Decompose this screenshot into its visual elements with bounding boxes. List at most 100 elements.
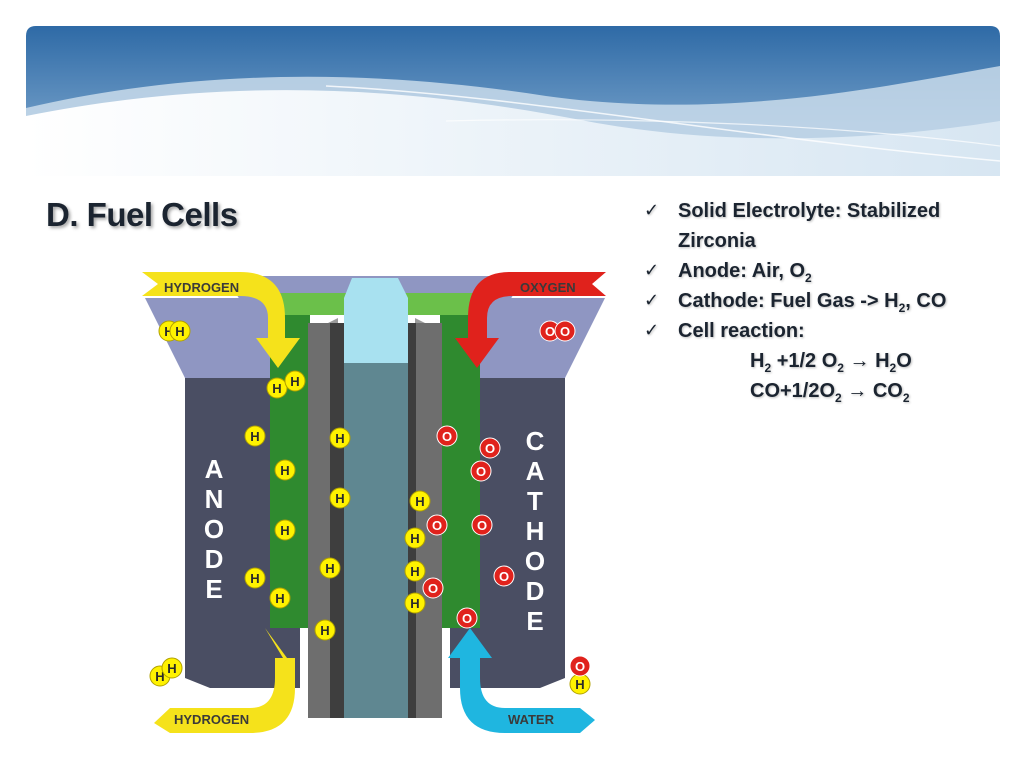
oxygen-atom-label: O — [545, 324, 555, 339]
check-icon: ✓ — [644, 290, 660, 311]
oxygen-atom-label: O — [462, 611, 472, 626]
oxygen-atom-label: O — [560, 324, 570, 339]
hydrogen-out-label: HYDROGEN — [174, 712, 249, 727]
hydrogen-atom-label: H — [167, 661, 176, 676]
anode-letter: A — [205, 454, 224, 484]
electrolyte — [344, 363, 408, 718]
cathode-letter: C — [526, 426, 545, 456]
hydrogen-atom-label: H — [175, 324, 184, 339]
hydrogen-atom-circle — [274, 459, 296, 481]
anode-letter: O — [204, 514, 224, 544]
water-out-arrow — [448, 628, 595, 733]
oxygen-atom-circle — [493, 565, 515, 587]
check-icon: ✓ — [644, 260, 660, 281]
hydrogen-atom-label: H — [410, 596, 419, 611]
hydrogen-atom-circle — [404, 527, 426, 549]
oxygen-in-label: OXYGEN — [520, 280, 576, 295]
hydrogen-atom-circle — [284, 370, 306, 392]
oxygen-atom-label: O — [432, 518, 442, 533]
water-out-label: WATER — [508, 712, 555, 727]
hydrogen-atom-circle — [409, 490, 431, 512]
hydrogen-atom-label: H — [280, 523, 289, 538]
hydrogen-atom-circle — [161, 657, 183, 679]
hydrogen-atom-label: H — [275, 591, 284, 606]
oxygen-atom-circle — [471, 514, 493, 536]
hydrogen-out-arrow — [154, 628, 295, 733]
bullet-list: ✓ Solid Electrolyte: Stabilized Zirconia… — [644, 196, 1014, 406]
hydrogen-atom-circle — [169, 320, 191, 342]
cathode-letter: O — [525, 546, 545, 576]
cathode-letter: E — [526, 606, 543, 636]
hydrogen-atom-label: H — [410, 564, 419, 579]
hydrogen-atom-label: H — [290, 374, 299, 389]
bullet-text: Anode: Air, O2 — [678, 260, 812, 285]
hydrogen-atom-label: H — [335, 431, 344, 446]
hydrogen-in-label: HYDROGEN — [164, 280, 239, 295]
oxygen-atom-circle — [456, 607, 478, 629]
anode-electrode-bottom — [185, 628, 300, 688]
hydrogen-atom-label: H — [272, 381, 281, 396]
anode-electrode — [185, 378, 270, 678]
oxygen-in-arrow — [455, 272, 606, 368]
anode-electrode-top — [145, 298, 270, 378]
bullet-item: ✓ Cell reaction: — [644, 316, 1014, 346]
cathode-letter: A — [526, 456, 545, 486]
hydrogen-atom-label: H — [280, 463, 289, 478]
oxygen-atom-label: O — [575, 659, 585, 674]
hydrogen-atom-label: H — [164, 324, 173, 339]
oxygen-atom-label: O — [442, 429, 452, 444]
cathode-letter: D — [526, 576, 545, 606]
hydrogen-atom-circle — [266, 377, 288, 399]
anode-letter: D — [205, 544, 224, 574]
fuel-cell-diagram: A N O D E C A T H O D E HYDROGEN OXYGEN … — [142, 272, 606, 733]
cathode-letter: H — [526, 516, 545, 546]
hydrogen-atom-circle — [269, 587, 291, 609]
oxygen-atom-circle — [470, 460, 492, 482]
hydrogen-atom-label: H — [415, 494, 424, 509]
hydrogen-atom-label: H — [155, 669, 164, 684]
hydrogen-atom-circle — [244, 567, 266, 589]
bullet-item: ✓ Solid Electrolyte: Stabilized Zirconia — [644, 196, 1014, 256]
header-banner — [26, 26, 1000, 176]
hydrogen-atom-label: H — [320, 623, 329, 638]
oxygen-atom-label: O — [476, 464, 486, 479]
hydrogen-atom-circle — [314, 619, 336, 641]
equation-1: H2 +1/2 O2 → H2O — [750, 350, 912, 375]
hydrogen-atom-circle — [319, 557, 341, 579]
electrolyte-top — [344, 278, 408, 363]
hydrogen-atom-circle — [274, 519, 296, 541]
hydrogen-atom-label: H — [335, 491, 344, 506]
bullet-text: Cell reaction: — [678, 320, 805, 342]
oxygen-atom-circle — [426, 514, 448, 536]
hydrogen-atom-label: H — [250, 571, 259, 586]
hydrogen-in-arrow — [142, 272, 300, 368]
hydrogen-atom-circle — [404, 592, 426, 614]
oxygen-atom-label: O — [499, 569, 509, 584]
bullet-item: ✓ Anode: Air, O2 — [644, 256, 1014, 286]
check-icon: ✓ — [644, 320, 660, 341]
hydrogen-atom-label: H — [325, 561, 334, 576]
cathode-letter: T — [527, 486, 543, 516]
hydrogen-atom-label: H — [250, 429, 259, 444]
hydrogen-atom-circle — [404, 560, 426, 582]
cathode-electrode — [480, 378, 565, 678]
oxygen-atom-circle — [436, 425, 458, 447]
oxygen-atom-label: O — [477, 518, 487, 533]
hydrogen-atom-circle — [329, 427, 351, 449]
hydrogen-atom-circle — [329, 487, 351, 509]
hydrogen-atom-circle — [244, 425, 266, 447]
equation-2: CO+1/2O2 → CO2 — [750, 380, 910, 405]
bullet-item: ✓ Cathode: Fuel Gas -> H2, CO — [644, 286, 1014, 316]
oxygen-atom-circle — [554, 320, 576, 342]
bullet-text: Solid Electrolyte: Stabilized Zirconia — [678, 200, 941, 252]
hydrogen-atom-label: H — [575, 677, 584, 692]
anode-plate-edge — [330, 323, 344, 718]
oxygen-atom-circle — [479, 437, 501, 459]
oxygen-atom-circle — [569, 655, 591, 677]
anode-letter: N — [205, 484, 224, 514]
oxygen-atom-label: O — [428, 581, 438, 596]
anode-letter: E — [205, 574, 222, 604]
slide-title: D. Fuel Cells — [46, 196, 238, 233]
oxygen-atom-circle — [422, 577, 444, 599]
